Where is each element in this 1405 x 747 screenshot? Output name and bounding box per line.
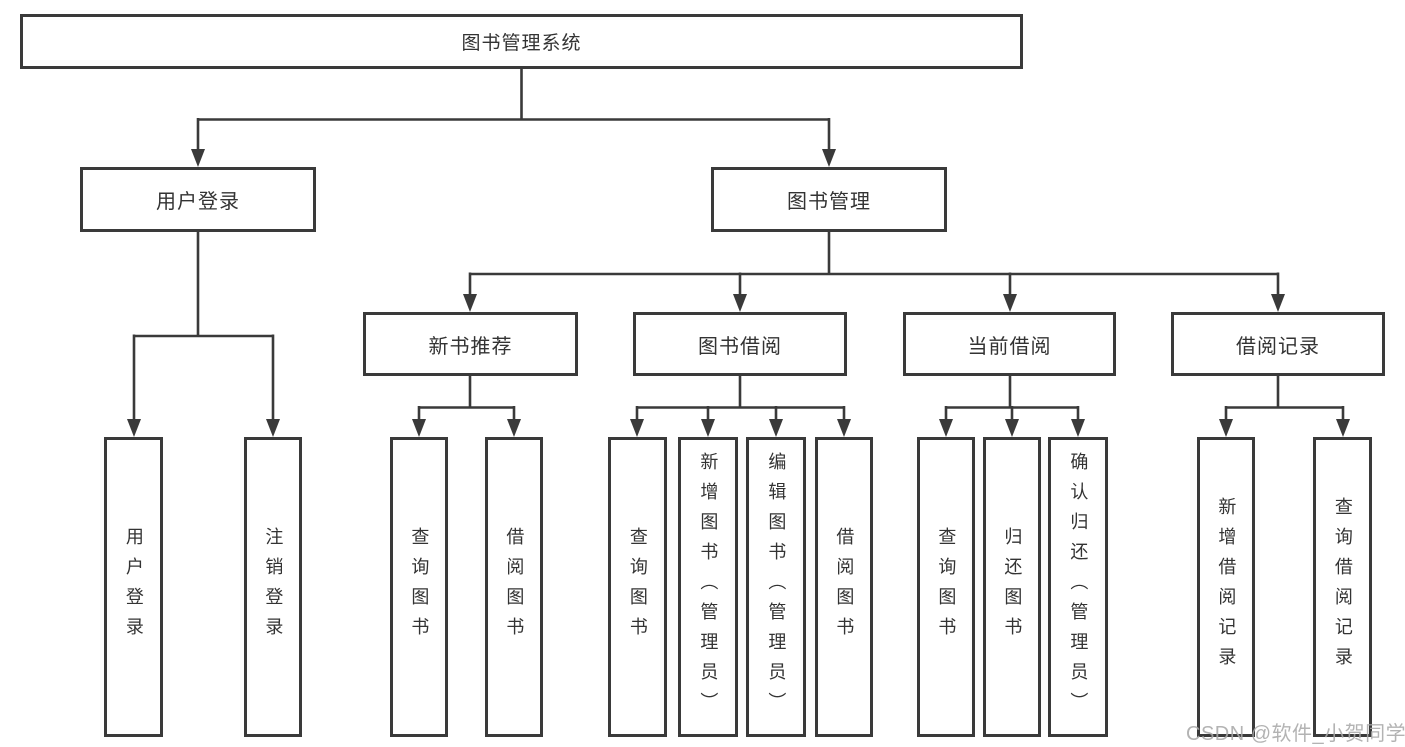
leaf-query-borrow-record-label: 查询借阅记录 [1332,497,1353,677]
leaf-borrow-books-borrowing: 借阅图书 [815,437,873,737]
node-library-system-label: 图书管理系统 [461,33,582,54]
leaf-query-books-borrowing-label: 查询图书 [627,527,648,647]
node-borrowing-records: 借阅记录 [1171,312,1385,376]
leaf-edit-book-admin-label: 编辑图书（管理员） [766,452,787,722]
leaf-add-borrow-record: 新增借阅记录 [1197,437,1255,737]
node-new-book-recommend: 新书推荐 [363,312,578,376]
node-user-login: 用户登录 [80,167,316,232]
csdn-watermark: CSDN @软件_小贺同学 [1186,723,1405,745]
leaf-borrow-books-borrowing-label: 借阅图书 [834,527,855,647]
leaf-query-borrow-record: 查询借阅记录 [1313,437,1372,737]
leaf-return-books-label: 归还图书 [1002,527,1023,647]
leaf-query-books-recommend-label: 查询图书 [409,527,430,647]
node-book-borrowing-label: 图书借阅 [698,335,782,358]
leaf-query-books-borrowing: 查询图书 [608,437,667,737]
node-book-borrowing: 图书借阅 [633,312,847,376]
leaf-edit-book-admin: 编辑图书（管理员） [746,437,806,737]
leaf-borrow-books-recommend-label: 借阅图书 [504,527,525,647]
node-book-management: 图书管理 [711,167,947,232]
node-book-management-label: 图书管理 [787,191,871,213]
leaf-query-books-current-label: 查询图书 [936,527,957,647]
leaf-add-borrow-record-label: 新增借阅记录 [1216,497,1237,677]
node-current-borrowing-label: 当前借阅 [967,335,1052,358]
leaf-logout-label: 注销登录 [263,527,284,647]
node-library-system: 图书管理系统 [20,14,1023,69]
node-current-borrowing: 当前借阅 [903,312,1116,376]
leaf-query-books-current: 查询图书 [917,437,975,737]
leaf-logout: 注销登录 [244,437,302,737]
node-new-book-recommend-label: 新书推荐 [428,335,513,358]
node-user-login-label: 用户登录 [156,191,240,213]
leaf-return-books: 归还图书 [983,437,1041,737]
leaf-user-login: 用户登录 [104,437,163,737]
leaf-user-login-label: 用户登录 [123,527,144,647]
leaf-query-books-recommend: 查询图书 [390,437,448,737]
leaf-confirm-return-admin-label: 确认归还（管理员） [1068,452,1089,722]
leaf-add-book-admin: 新增图书（管理员） [678,437,738,737]
leaf-add-book-admin-label: 新增图书（管理员） [698,452,719,722]
leaf-borrow-books-recommend: 借阅图书 [485,437,543,737]
leaf-confirm-return-admin: 确认归还（管理员） [1048,437,1108,737]
node-borrowing-records-label: 借阅记录 [1236,335,1320,358]
